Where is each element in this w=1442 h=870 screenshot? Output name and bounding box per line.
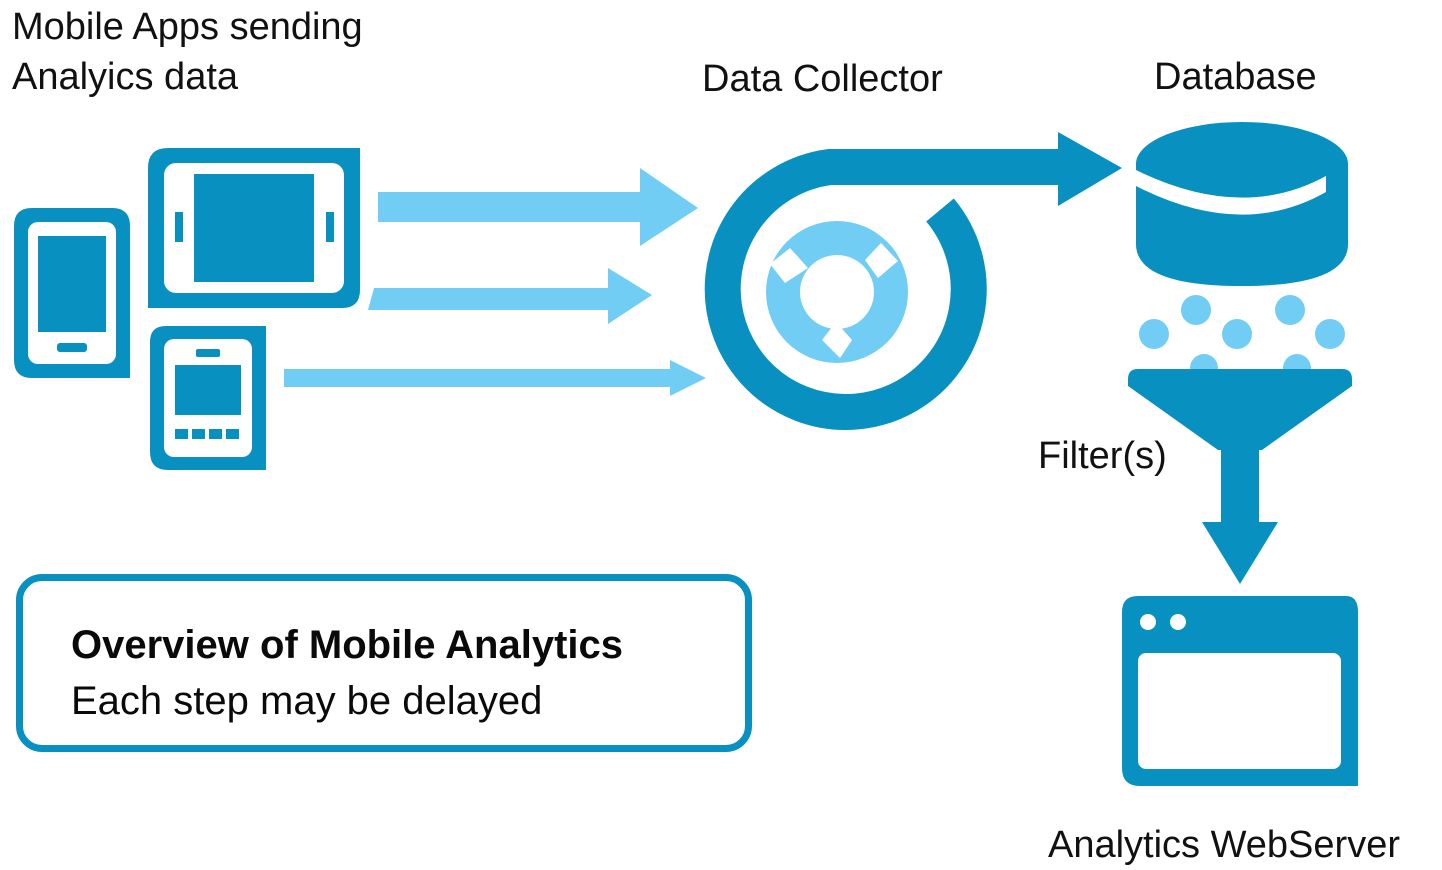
mobile-apps-label-line1: Mobile Apps sending: [12, 6, 363, 48]
mobile-apps-label: Mobile Apps sending Analyics data: [12, 2, 363, 102]
database-label: Database: [1154, 56, 1317, 98]
web-server-label: Analytics WebServer: [1048, 824, 1400, 866]
overview-subtitle: Each step may be delayed: [71, 679, 543, 723]
mobile-apps-label-line2: Analyics data: [12, 56, 239, 98]
feature-phone-icon: [150, 326, 266, 470]
phone-icon: [14, 208, 130, 378]
data-dots-icon: [1139, 295, 1345, 382]
data-collector-label: Data Collector: [702, 58, 943, 100]
browser-window-icon: [1122, 596, 1358, 786]
data-collector-icon: [704, 132, 1122, 430]
database-icon: [1136, 122, 1348, 286]
funnel-icon: [1128, 369, 1352, 450]
tablet-icon: [148, 148, 360, 308]
arrow-tablet-to-collector: [378, 168, 698, 246]
arrow-filter-to-webserver: [1202, 448, 1278, 584]
filters-label: Filter(s): [1038, 435, 1167, 477]
overview-title: Overview of Mobile Analytics: [71, 623, 624, 667]
overview-box: Overview of Mobile Analytics Each step m…: [16, 574, 752, 752]
arrow-phone-to-collector: [284, 360, 706, 396]
arrow-app-to-collector: [368, 268, 652, 324]
